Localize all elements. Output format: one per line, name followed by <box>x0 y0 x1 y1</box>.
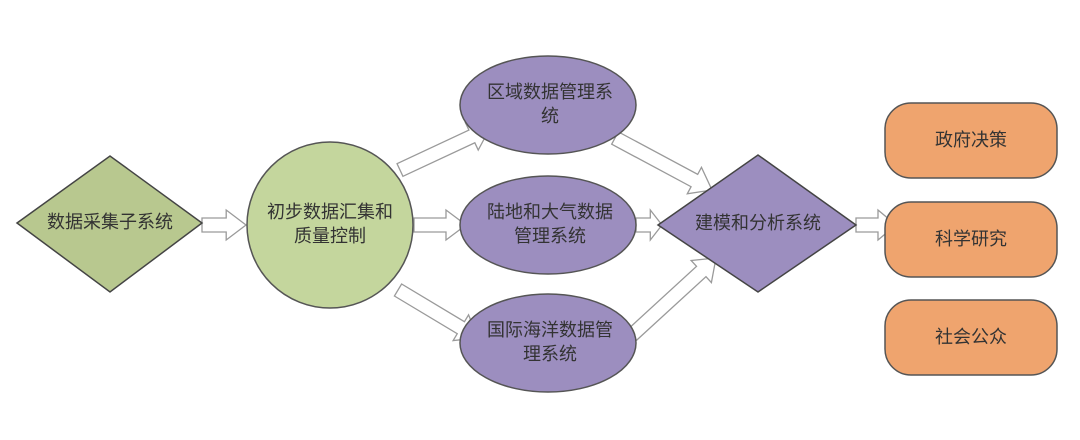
prelim-label-line1: 初步数据汇集和 <box>267 202 393 223</box>
prelim-label: 初步数据汇集和 质量控制 <box>255 200 405 250</box>
regional-ellipse <box>459 55 637 155</box>
land-label-line1: 陆地和大气数据 <box>487 202 613 223</box>
ocean-label: 国际海洋数据管 理系统 <box>470 318 630 368</box>
ocean-label-line2: 理系统 <box>523 344 577 365</box>
arrow-land-to-modeling <box>635 208 663 242</box>
prelim-circle <box>246 141 414 309</box>
land-label: 陆地和大气数据 管理系统 <box>470 200 630 250</box>
arrow-ocean-to-modeling <box>626 257 717 342</box>
regional-label-line2: 统 <box>541 106 559 127</box>
arrows <box>201 121 898 342</box>
prelim-label-line2: 质量控制 <box>294 226 366 247</box>
regional-label-line1: 区域数据管理系 <box>487 82 613 103</box>
science-label: 科学研究 <box>935 228 1007 250</box>
regional-label: 区域数据管理系 统 <box>470 80 630 130</box>
science-box <box>884 201 1058 278</box>
arrow-collect-to-prelim <box>201 208 248 242</box>
ocean-label-line1: 国际海洋数据管 <box>487 320 613 341</box>
ocean-ellipse <box>459 293 637 393</box>
gov-box <box>884 102 1058 179</box>
land-ellipse <box>459 175 637 275</box>
public-label: 社会公众 <box>935 326 1007 348</box>
modeling-diamond <box>656 154 858 293</box>
collect-label: 数据采集子系统 <box>47 212 173 233</box>
gov-label: 政府决策 <box>935 129 1007 151</box>
public-box <box>884 299 1058 376</box>
land-label-line2: 管理系统 <box>514 226 586 247</box>
arrow-prelim-to-land <box>413 208 468 242</box>
collect-diamond <box>15 155 204 293</box>
modeling-label: 建模和分析系统 <box>695 213 821 234</box>
arrow-regional-to-modeling <box>610 130 713 195</box>
